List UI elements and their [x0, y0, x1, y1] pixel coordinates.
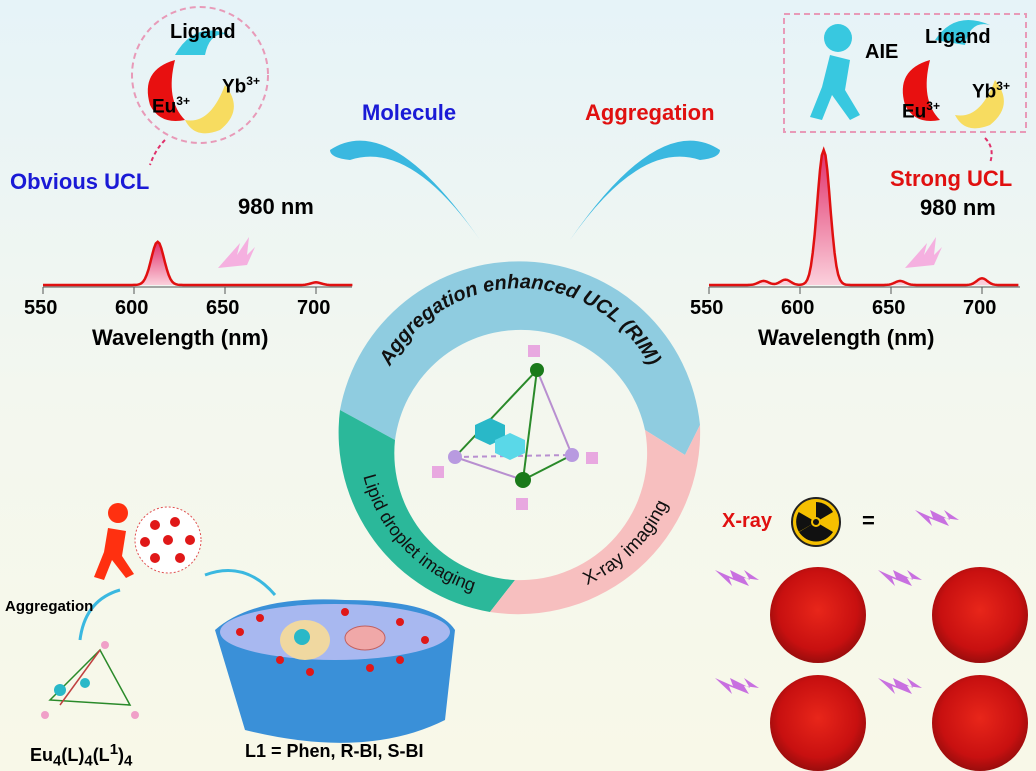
yb-shape — [185, 85, 234, 134]
yb-charge: 3+ — [996, 79, 1010, 93]
excitation-label-left: 980 nm — [238, 194, 314, 219]
strong-ucl-label: Strong UCL — [890, 166, 1013, 191]
aggregation-swoosh-arrow — [570, 140, 720, 240]
aggregate-dots — [140, 517, 195, 563]
aie-figure-icon — [824, 24, 852, 52]
small-cluster-structure — [41, 641, 139, 719]
curved-arrow — [78, 588, 121, 641]
aggregate-dashed-box — [783, 13, 1027, 133]
x-axis-label-left: Wavelength (nm) — [92, 325, 269, 350]
molecule-swoosh-arrow — [330, 140, 480, 240]
ligand-shape — [935, 20, 990, 45]
equals-sign: = — [862, 508, 875, 533]
ligand-label-right: Ligand — [925, 26, 991, 48]
radiation-symbol — [796, 502, 833, 542]
molecule-dashed-circle — [131, 6, 269, 144]
tetrahedron-structure — [432, 345, 598, 510]
ligand-shape — [175, 30, 230, 55]
ring-segment-aggregation-ucl — [340, 261, 700, 455]
tick-600-right: 600 — [781, 297, 815, 319]
molecule-label: Molecule — [362, 100, 457, 125]
eu-text: Eu — [152, 96, 177, 118]
running-figure-icon — [108, 503, 128, 523]
yb-charge: 3+ — [246, 74, 260, 88]
xray-image-pendant — [932, 675, 1028, 771]
yb-text: Yb — [972, 81, 997, 103]
right-spectrum-line — [709, 146, 1019, 287]
aggregation-label: Aggregation — [585, 100, 715, 125]
xray-label: X-ray — [722, 510, 773, 532]
obvious-ucl-label: Obvious UCL — [10, 169, 150, 194]
eu-charge: 3+ — [926, 99, 940, 113]
yb-label-right: Yb3+ — [972, 80, 1010, 102]
yb-label: Yb3+ — [222, 75, 260, 97]
tick-700: 700 — [297, 297, 331, 319]
eu-label: Eu3+ — [152, 95, 190, 117]
running-figure-body — [94, 528, 134, 580]
ligand-list-label: L1 = Phen, R-BI, S-BI — [245, 741, 424, 761]
left-spectrum — [42, 240, 353, 294]
curved-arrow — [204, 569, 277, 596]
eu-shape — [902, 60, 940, 121]
tick-550: 550 — [24, 297, 58, 319]
xray-image-leaf — [770, 675, 866, 771]
tick-650: 650 — [206, 297, 240, 319]
left-spectrum-line — [43, 240, 353, 287]
lightning-icon — [218, 237, 255, 268]
excitation-label-right: 980 nm — [920, 195, 996, 220]
right-spectrum — [708, 146, 1020, 294]
lightning-icon — [715, 510, 959, 694]
aggregation-small-label: Aggregation — [5, 598, 94, 615]
ligand-label: Ligand — [170, 21, 236, 43]
tick-700-right: 700 — [963, 297, 997, 319]
formula-label: Eu4(L)4(L1)4 — [30, 741, 133, 770]
tick-650-right: 650 — [872, 297, 906, 319]
eu-label-right: Eu3+ — [902, 100, 940, 122]
tick-600: 600 — [115, 297, 149, 319]
yb-shape — [955, 80, 1004, 129]
aie-figure-body — [810, 55, 860, 120]
x-axis-label-right: Wavelength (nm) — [758, 325, 935, 350]
ring-segment-xray — [490, 425, 701, 615]
arrow-dashed — [149, 139, 166, 166]
xray-image-needle — [932, 567, 1028, 663]
ring-segment-lipid — [338, 410, 515, 612]
eu-text: Eu — [902, 101, 927, 123]
lightning-icon — [905, 237, 942, 268]
xray-image-spring — [770, 567, 866, 663]
tick-550-right: 550 — [690, 297, 724, 319]
eu-charge: 3+ — [176, 94, 190, 108]
cell-illustration — [215, 599, 455, 743]
aie-label: AIE — [865, 41, 899, 63]
arrow-dashed — [984, 137, 993, 164]
yb-text: Yb — [222, 76, 247, 98]
eu-shape — [147, 60, 185, 121]
